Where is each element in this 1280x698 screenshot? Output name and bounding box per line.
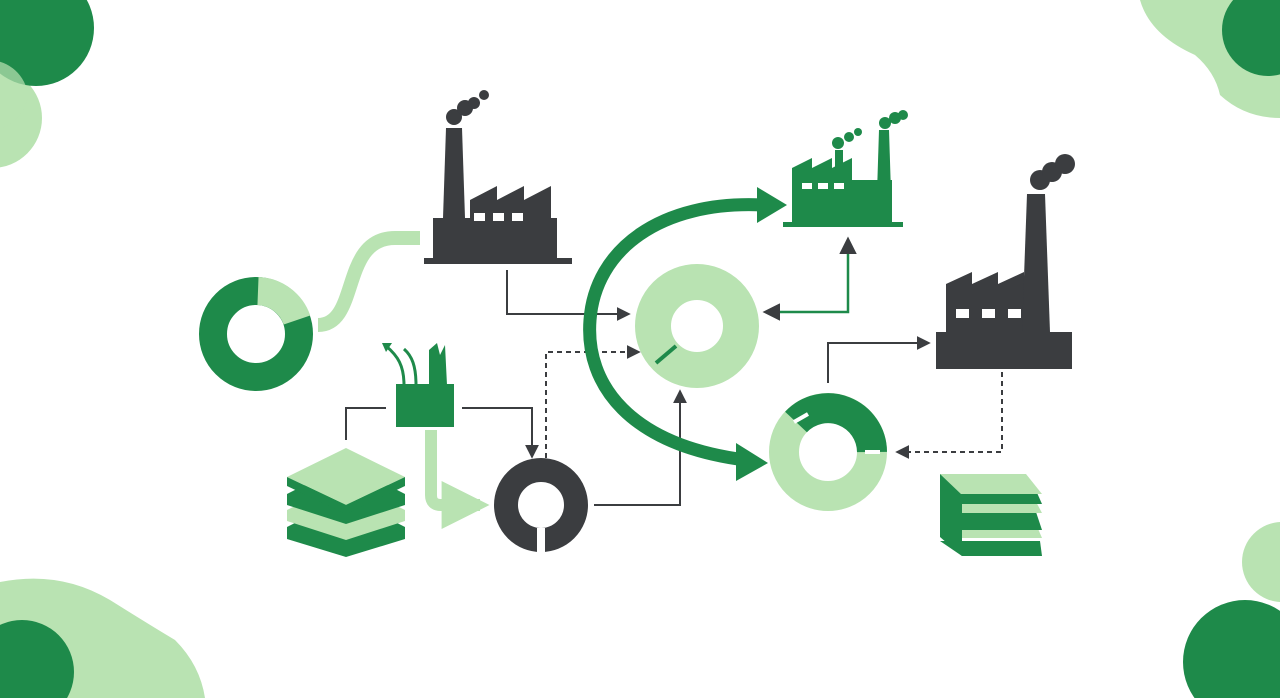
donut-ring-icon xyxy=(769,393,887,511)
connector-plant-to-layers xyxy=(345,407,386,440)
connector-factory1-ring-center xyxy=(506,270,631,321)
small-plant-icon xyxy=(382,343,454,427)
curved-flow-arrow xyxy=(583,187,787,481)
stacked-layers-icon xyxy=(287,448,405,557)
factory-icon xyxy=(424,90,572,264)
connector-bottom-ring-up xyxy=(594,389,687,506)
corner-decoration-top-right xyxy=(1140,0,1280,118)
corner-decoration-bottom-right xyxy=(1183,522,1280,698)
factory-icon xyxy=(783,110,908,227)
corner-decoration-top-left xyxy=(0,0,94,168)
donut-ring-icon xyxy=(199,277,313,391)
corner-decoration-bottom-left xyxy=(0,578,205,698)
double-arrow-center-to-factory2 xyxy=(762,236,857,321)
dashed-connector-factory3-to-ring-right xyxy=(895,372,1003,459)
donut-ring-icon xyxy=(635,264,759,388)
connector-plant-to-bottom-ring xyxy=(462,407,539,459)
arrowhead-bottom xyxy=(736,443,768,481)
light-connector-plant-to-ring xyxy=(425,430,490,529)
factory-icon xyxy=(936,154,1075,369)
connector-ring-right-to-factory3 xyxy=(827,336,931,383)
wave-connector xyxy=(317,231,420,332)
connectors xyxy=(317,231,1003,529)
arrowhead-top xyxy=(757,187,787,223)
stacked-layers-icon xyxy=(940,474,1042,556)
donut-ring-icon xyxy=(494,458,588,554)
